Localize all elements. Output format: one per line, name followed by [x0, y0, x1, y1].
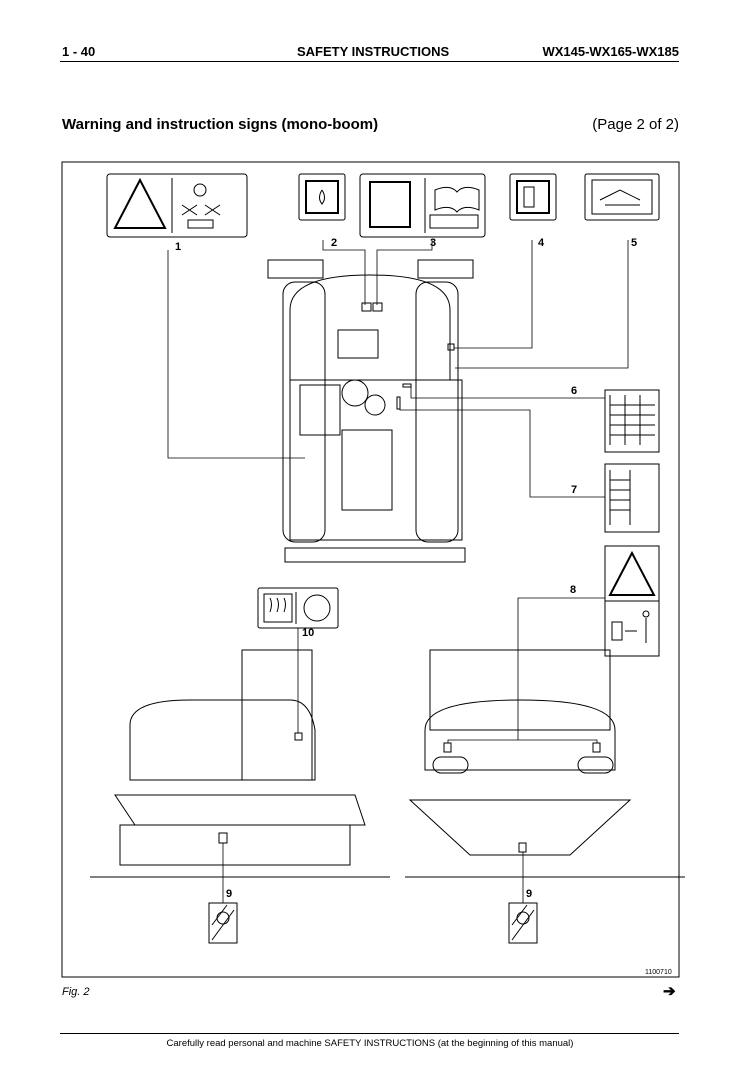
sign-5: [584, 173, 660, 221]
callout-6: 6: [571, 385, 577, 397]
drawing-number: 1100710: [645, 969, 672, 976]
model-numbers: WX145-WX165-WX185: [542, 44, 679, 59]
sign-7-chart: [604, 463, 660, 533]
callout-4: 4: [538, 237, 545, 249]
sign-9-left: [208, 902, 238, 944]
callout-8: 8: [570, 584, 576, 596]
machine-top-view: [267, 259, 474, 563]
leader-lines: [167, 240, 629, 903]
callout-1: 1: [175, 241, 181, 253]
callout-7: 7: [571, 484, 577, 496]
sign-1-battery-warning: [106, 173, 248, 238]
sign-10-heat-key: [257, 587, 339, 629]
footer-divider: [60, 1033, 679, 1034]
callout-5: 5: [631, 237, 637, 249]
page-number: 1 - 40: [62, 44, 96, 59]
figure-caption: Fig. 2: [62, 986, 90, 998]
figure-frame: [61, 161, 680, 978]
sign-3-oil-manual: [359, 173, 486, 238]
callout-2: 2: [331, 237, 337, 249]
header-divider: [60, 61, 679, 62]
page-count: (Page 2 of 2): [592, 116, 679, 133]
sign-9-right: [508, 902, 538, 944]
sign-2-oil: [298, 173, 346, 221]
arrow-right-icon: ➔: [663, 983, 676, 1000]
footer-note: Carefully read personal and machine SAFE…: [166, 1038, 574, 1049]
section-title: SAFETY INSTRUCTIONS: [297, 44, 450, 59]
sign-4-fuel: [509, 173, 557, 221]
callout-9-left: 9: [226, 888, 232, 900]
callout-9-right: 9: [526, 888, 532, 900]
page-title: Warning and instruction signs (mono-boom…: [62, 116, 379, 133]
machine-rear-view: [405, 649, 685, 878]
sign-8-danger-zone: [604, 545, 660, 657]
sign-6-chart: [604, 389, 660, 453]
callout-10: 10: [302, 627, 314, 639]
machine-side-view: [90, 649, 390, 878]
callout-3: 3: [430, 237, 436, 249]
